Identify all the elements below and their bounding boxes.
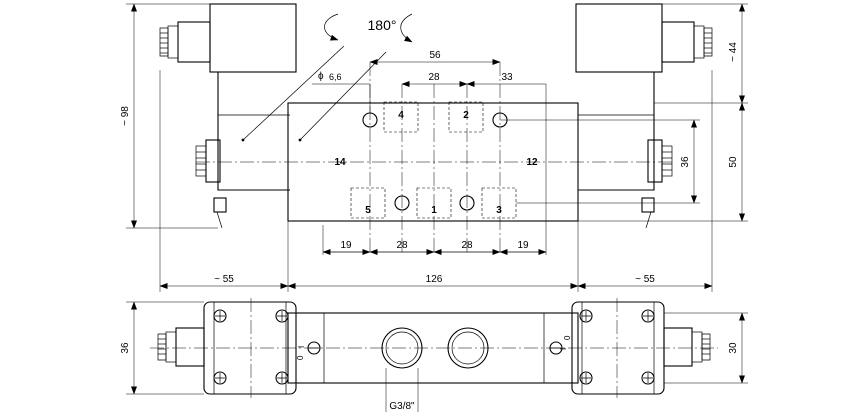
diameter-callout: ϕ 6,6 <box>312 71 371 113</box>
right-solenoid <box>575 3 713 229</box>
left-solenoid <box>159 3 297 229</box>
port-label-5: 5 <box>365 205 371 216</box>
svg-text:~ 55: ~ 55 <box>635 274 655 285</box>
svg-text:19: 19 <box>340 240 352 251</box>
diameter-value: 6,6 <box>329 72 342 82</box>
bottom-height-36: 36 <box>120 342 131 354</box>
port-label-2: 2 <box>463 110 469 121</box>
svg-text:19: 19 <box>517 240 529 251</box>
front-view: 4 2 5 1 3 14 12 180° ϕ 6,6 56 <box>120 3 748 292</box>
svg-text:28: 28 <box>461 240 473 251</box>
svg-text:~ 44: ~ 44 <box>728 42 739 62</box>
dim-overall-width: ~ 55 126 ~ 55 <box>159 70 713 292</box>
svg-text:28: 28 <box>428 72 440 83</box>
svg-text:0: 0 <box>563 335 572 340</box>
bottom-view: I 0 0 I G3/8" 36 30 <box>120 298 748 412</box>
svg-text:28: 28 <box>396 240 408 251</box>
bottom-height-30: 30 <box>728 342 739 354</box>
dim-bottom-chain: 19 28 28 19 <box>322 225 547 255</box>
thread-label: G3/8" <box>389 401 415 412</box>
svg-text:~ 98: ~ 98 <box>120 106 131 126</box>
port-label-4: 4 <box>398 110 404 121</box>
rotation-label: 180° <box>368 17 397 33</box>
svg-text:36: 36 <box>680 156 691 168</box>
pilot-label-12: 12 <box>526 157 538 168</box>
dim-top-56: 56 <box>369 50 501 65</box>
svg-text:I: I <box>297 346 306 348</box>
port-outlines <box>350 101 517 219</box>
diameter-symbol: ϕ <box>318 71 324 82</box>
svg-text:33: 33 <box>501 72 513 83</box>
pilot-label-14: 14 <box>334 157 346 168</box>
dim-top-28-33: 28 33 <box>401 72 547 255</box>
port-label-3: 3 <box>496 205 502 216</box>
screws <box>213 309 655 385</box>
svg-text:I: I <box>559 348 568 350</box>
svg-text:56: 56 <box>429 50 441 61</box>
svg-text:0: 0 <box>296 355 305 360</box>
svg-text:50: 50 <box>728 156 739 168</box>
dim-heights: ~ 98 ~ 44 50 36 <box>120 3 748 229</box>
port-label-1: 1 <box>431 205 437 216</box>
svg-text:~ 55: ~ 55 <box>214 274 234 285</box>
rotation-annotation: 180° <box>242 13 413 142</box>
thread-callout: G3/8" <box>385 368 419 412</box>
svg-text:126: 126 <box>426 274 443 285</box>
